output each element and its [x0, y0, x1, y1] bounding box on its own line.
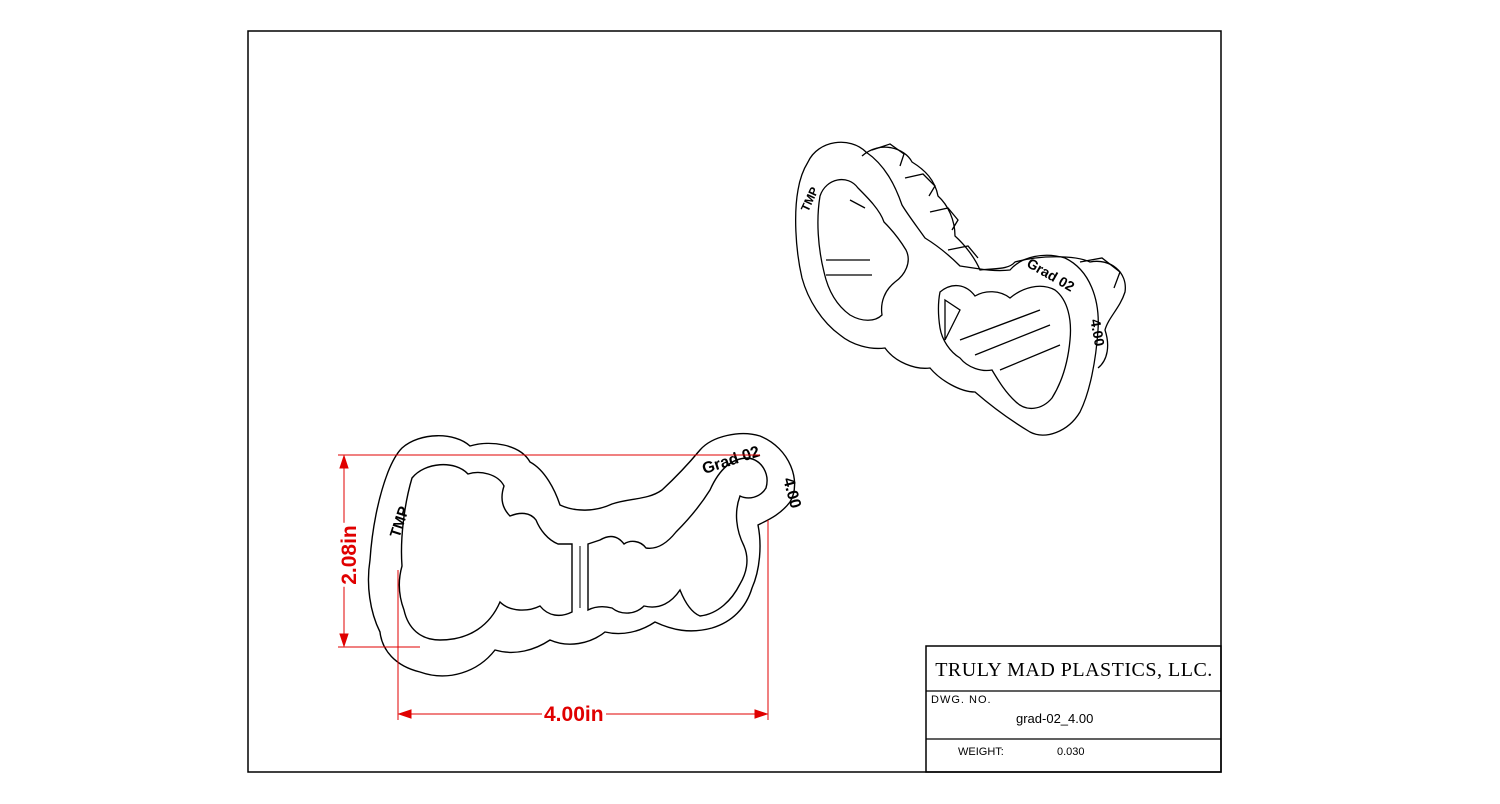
cutter-outer-outline	[367, 433, 796, 677]
drawing-number: grad-02_4.00	[1016, 711, 1094, 726]
weight-label: WEIGHT:	[958, 746, 1004, 758]
engrave-size-iso: 4.00	[1087, 318, 1108, 348]
dimension-height-label: 2.08in	[337, 523, 362, 587]
engrave-size-2d: 4.00	[779, 476, 804, 511]
title-block	[925, 645, 1222, 773]
engrave-model-2d: Grad 02	[700, 443, 762, 478]
cutter-top-view	[367, 433, 796, 677]
sheet-border	[247, 30, 1222, 773]
cutter-inner-outline	[398, 463, 573, 641]
dimension-lines	[338, 454, 769, 720]
drawing-number-label: DWG. NO.	[931, 694, 992, 706]
engrave-brand-2d: TMP	[387, 504, 413, 539]
dimension-width-label: 4.00in	[542, 703, 606, 727]
weight-value: 0.030	[1057, 746, 1085, 758]
iso-front-inner-right	[937, 285, 1072, 409]
iso-front-inner	[817, 178, 909, 321]
company-name: TRULY MAD PLASTICS, LLC.	[935, 658, 1213, 681]
iso-front-outer	[795, 141, 1099, 436]
cutter-isometric-view	[795, 141, 1126, 436]
cutter-inner-outline-right	[587, 457, 768, 617]
iso-back-outline	[861, 146, 1126, 369]
